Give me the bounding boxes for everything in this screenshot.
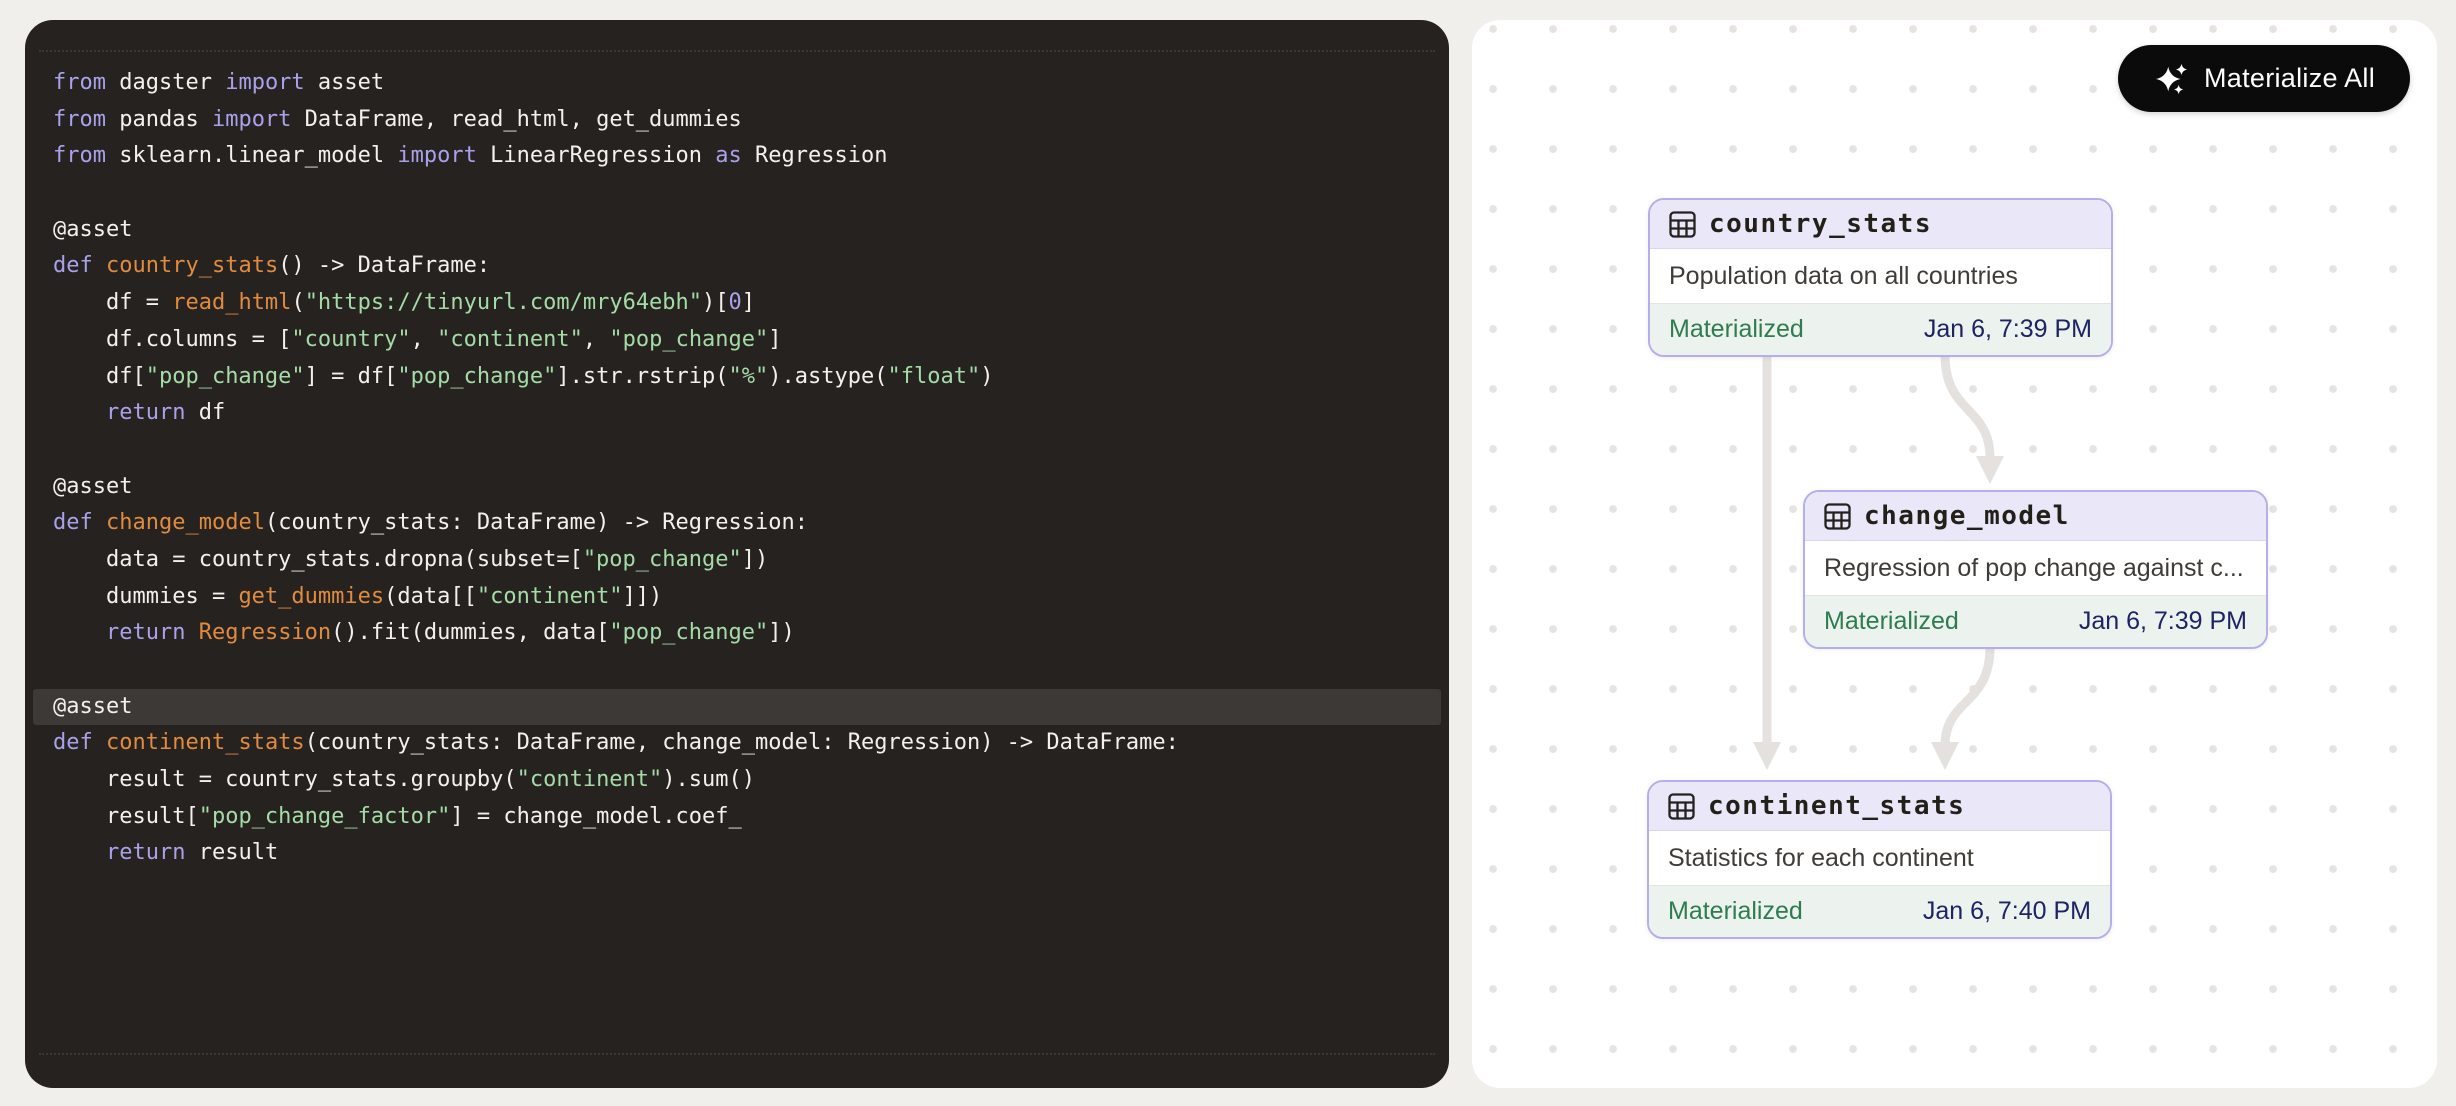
- code-line: from sklearn.linear_model import LinearR…: [53, 143, 888, 169]
- code-line: @asset: [53, 473, 133, 499]
- asset-graph-canvas[interactable]: Materialize All country_stats Population…: [1472, 20, 2437, 1088]
- materialize-all-button[interactable]: Materialize All: [2118, 45, 2410, 112]
- asset-node-change-model[interactable]: change_model Regression of pop change ag…: [1803, 490, 2268, 649]
- table-icon: [1824, 502, 1851, 530]
- code-editor[interactable]: from dagster import asset from pandas imp…: [25, 65, 1449, 872]
- code-line: from pandas import DataFrame, read_html,…: [53, 106, 742, 132]
- edge-country-stats-to-change-model: [1940, 354, 1995, 459]
- code-line: [33, 175, 1441, 212]
- asset-node-country-stats[interactable]: country_stats Population data on all cou…: [1648, 198, 2113, 357]
- asset-node-header: change_model: [1805, 492, 2266, 541]
- code-line: [33, 652, 1441, 689]
- asset-description: Regression of pop change against c...: [1824, 553, 2244, 582]
- asset-node-footer: Materialized Jan 6, 7:39 PM: [1650, 303, 2111, 355]
- table-icon: [1669, 210, 1696, 238]
- code-line-highlighted: @asset: [33, 688, 1441, 726]
- code-line: dummies = get_dummies(data[["continent"]…: [53, 583, 663, 609]
- code-line: from dagster import asset: [53, 70, 385, 95]
- code-line: return df: [105, 400, 226, 426]
- asset-description: Population data on all countries: [1669, 261, 2018, 290]
- arrowhead-icon: [1976, 456, 2004, 484]
- materialization-timestamp: Jan 6, 7:40 PM: [1922, 897, 2091, 925]
- materialization-timestamp: Jan 6, 7:39 PM: [1923, 315, 2092, 343]
- materialization-timestamp: Jan 6, 7:39 PM: [2078, 607, 2247, 635]
- code-line: return Regression().fit(dummies, data["p…: [105, 620, 795, 646]
- code-line: def country_stats() -> DataFrame:: [53, 253, 491, 279]
- arrowhead-icon: [1931, 742, 1959, 770]
- asset-node-header: country_stats: [1650, 200, 2111, 249]
- code-line: df["pop_change"] = df["pop_change"].str.…: [53, 363, 994, 389]
- code-line: data = country_stats.dropna(subset=["pop…: [53, 546, 769, 572]
- code-line: df.columns = ["country", "continent", "p…: [53, 326, 782, 352]
- code-line: @asset: [53, 216, 133, 242]
- asset-name: country_stats: [1709, 209, 1932, 239]
- code-line: result = country_stats.groupby("continen…: [53, 767, 756, 793]
- asset-description: Statistics for each continent: [1668, 843, 1974, 872]
- materialize-all-label: Materialize All: [2203, 63, 2376, 93]
- edge-change-model-to-continent-stats: [1940, 646, 1995, 747]
- code-line: result["pop_change_factor"] = change_mod…: [53, 803, 742, 829]
- code-line: def change_model(country_stats: DataFram…: [53, 510, 809, 536]
- status-badge: Materialized: [1669, 315, 1804, 343]
- code-line: [33, 432, 1441, 469]
- edge-layer: [1753, 354, 2004, 770]
- asset-name: continent_stats: [1708, 791, 1966, 821]
- table-icon: [1668, 792, 1695, 820]
- asset-node-continent-stats[interactable]: continent_stats Statistics for each cont…: [1647, 780, 2112, 939]
- status-badge: Materialized: [1668, 897, 1803, 925]
- code-panel: from dagster import asset from pandas imp…: [25, 20, 1449, 1088]
- code-line: df = read_html("https://tinyurl.com/mry6…: [53, 290, 756, 316]
- code-line: def continent_stats(country_stats: DataF…: [53, 730, 1179, 756]
- asset-name: change_model: [1864, 501, 2070, 531]
- code-line: return result: [105, 840, 279, 866]
- asset-node-header: continent_stats: [1649, 782, 2110, 831]
- sparkles-icon: [2155, 63, 2188, 94]
- asset-node-footer: Materialized Jan 6, 7:39 PM: [1805, 595, 2266, 647]
- arrowhead-icon: [1753, 742, 1781, 770]
- asset-node-footer: Materialized Jan 6, 7:40 PM: [1649, 885, 2110, 937]
- status-badge: Materialized: [1824, 607, 1959, 635]
- dotted-separator-bottom: [39, 1053, 1435, 1055]
- dotted-separator-top: [39, 50, 1435, 52]
